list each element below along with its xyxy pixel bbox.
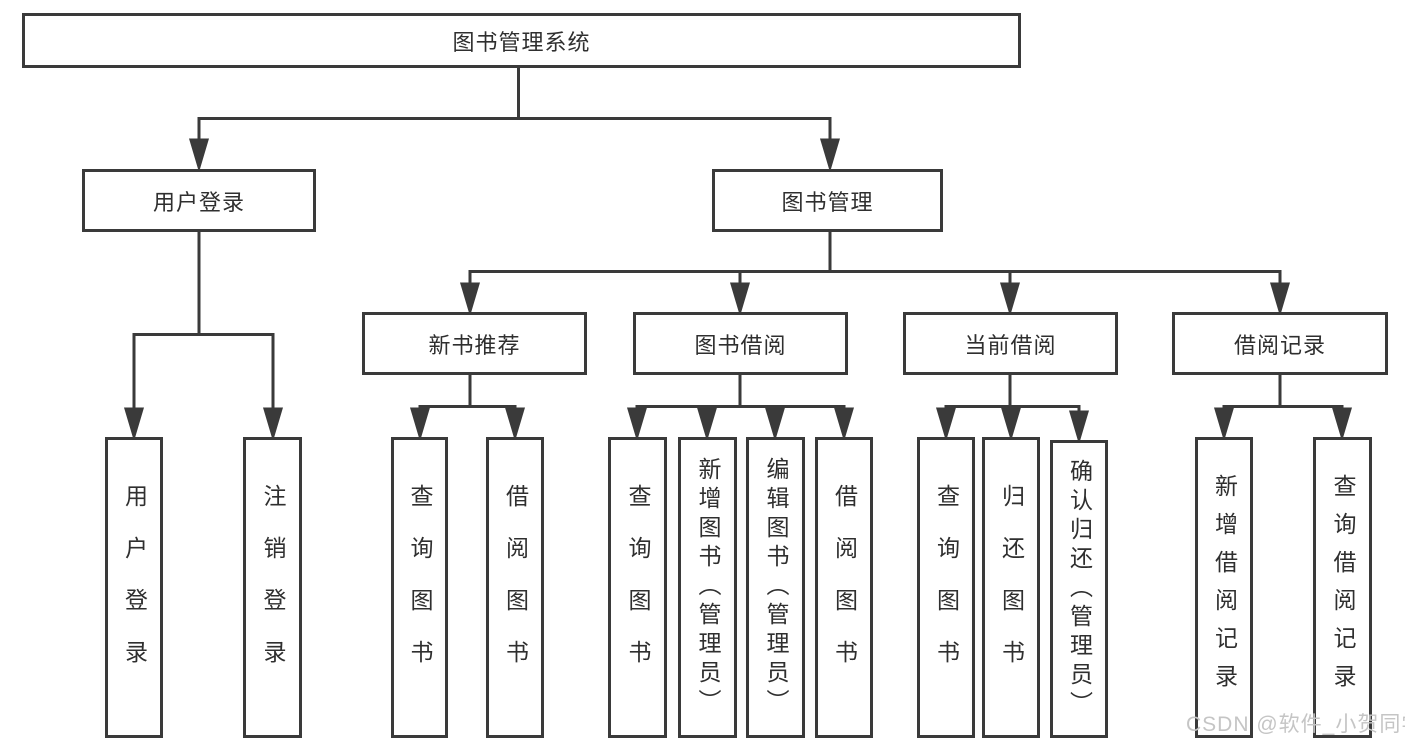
leaf-add-borrow-record: 新增借阅记录 [1195,437,1253,738]
node-user-login: 用户登录 [82,169,316,232]
node-current-borrow: 当前借阅 [903,312,1118,375]
leaf-add-borrow-record-label: 新增借阅记录 [1211,473,1238,702]
leaf-query-book-current-label: 查询图书 [933,483,960,692]
node-library-system-label: 图书管理系统 [452,29,591,55]
leaf-confirm-return-admin-label: 确认归还（管理员） [1066,458,1093,720]
leaf-borrow-book: 借阅图书 [815,437,873,738]
node-book-borrow: 图书借阅 [633,312,848,375]
node-borrow-records-label: 借阅记录 [1233,332,1326,358]
leaf-return-book: 归还图书 [982,437,1040,738]
leaf-borrow-book-recommend-label: 借阅图书 [502,483,529,692]
node-book-management-label: 图书管理 [781,189,874,215]
leaf-query-book-recommend: 查询图书 [391,437,448,738]
leaf-query-book-borrow-label: 查询图书 [625,483,651,692]
leaf-user-login: 用户登录 [105,437,163,738]
leaf-borrow-book-recommend: 借阅图书 [486,437,544,738]
leaf-logout: 注销登录 [243,437,302,738]
leaf-query-borrow-record: 查询借阅记录 [1313,437,1372,738]
leaf-return-book-label: 归还图书 [998,483,1025,692]
node-book-management: 图书管理 [712,169,943,232]
node-new-book-recommend: 新书推荐 [362,312,587,375]
node-borrow-records: 借阅记录 [1172,312,1388,375]
leaf-query-book-recommend-label: 查询图书 [407,483,433,692]
leaf-confirm-return-admin: 确认归还（管理员） [1050,440,1108,738]
leaf-borrow-book-label: 借阅图书 [831,483,858,692]
node-new-book-recommend-label: 新书推荐 [428,332,521,358]
watermark: CSDN @软件_小贺同学 [1186,713,1405,736]
node-book-borrow-label: 图书借阅 [694,332,787,358]
node-current-borrow-label: 当前借阅 [964,332,1057,358]
leaf-edit-book-admin-label: 编辑图书（管理员） [763,457,789,718]
leaf-query-book-current: 查询图书 [917,437,975,738]
leaf-user-login-label: 用户登录 [121,483,148,692]
leaf-logout-label: 注销登录 [260,483,286,692]
leaf-add-book-admin-label: 新增图书（管理员） [695,457,721,718]
leaf-query-borrow-record-label: 查询借阅记录 [1330,473,1356,702]
leaf-query-book-borrow: 查询图书 [608,437,667,738]
node-library-system: 图书管理系统 [22,13,1021,68]
node-user-login-label: 用户登录 [152,189,245,215]
leaf-add-book-admin: 新增图书（管理员） [678,437,737,738]
leaf-edit-book-admin: 编辑图书（管理员） [746,437,805,738]
